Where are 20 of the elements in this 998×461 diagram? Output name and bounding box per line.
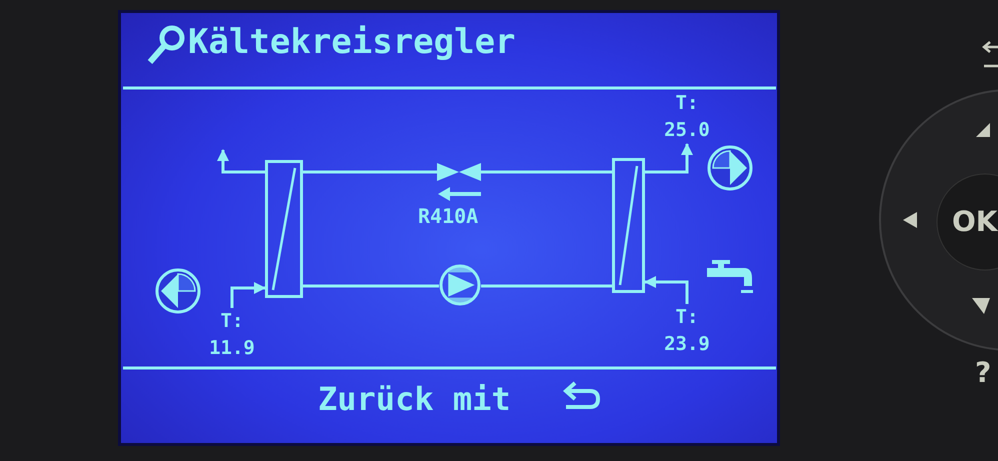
help-key-label: ? bbox=[975, 356, 992, 389]
temperature-reading: T: 25.0 bbox=[655, 90, 719, 144]
expansion-valve bbox=[437, 163, 481, 181]
footer-text: Zurück mit bbox=[318, 380, 511, 418]
pipe-connector bbox=[303, 284, 439, 288]
compressor-symbol bbox=[439, 264, 481, 306]
pipe-connector bbox=[645, 143, 693, 174]
pipe-connector bbox=[303, 170, 437, 174]
screen-title: Kältekreisregler bbox=[188, 22, 516, 62]
pipe-connector bbox=[644, 276, 688, 304]
heat-exchanger bbox=[612, 158, 645, 293]
pipe-connector bbox=[230, 282, 266, 308]
pipe-connector bbox=[481, 284, 612, 288]
refrigerant-label: R410A bbox=[418, 204, 478, 228]
pipe-connector bbox=[481, 170, 612, 174]
pipe-connector bbox=[217, 149, 265, 174]
ok-key-label: OK bbox=[952, 205, 998, 238]
temperature-reading: T: 23.9 bbox=[655, 304, 719, 358]
temperature-reading: T: 11.9 bbox=[200, 308, 264, 362]
heat-exchanger bbox=[265, 160, 303, 298]
